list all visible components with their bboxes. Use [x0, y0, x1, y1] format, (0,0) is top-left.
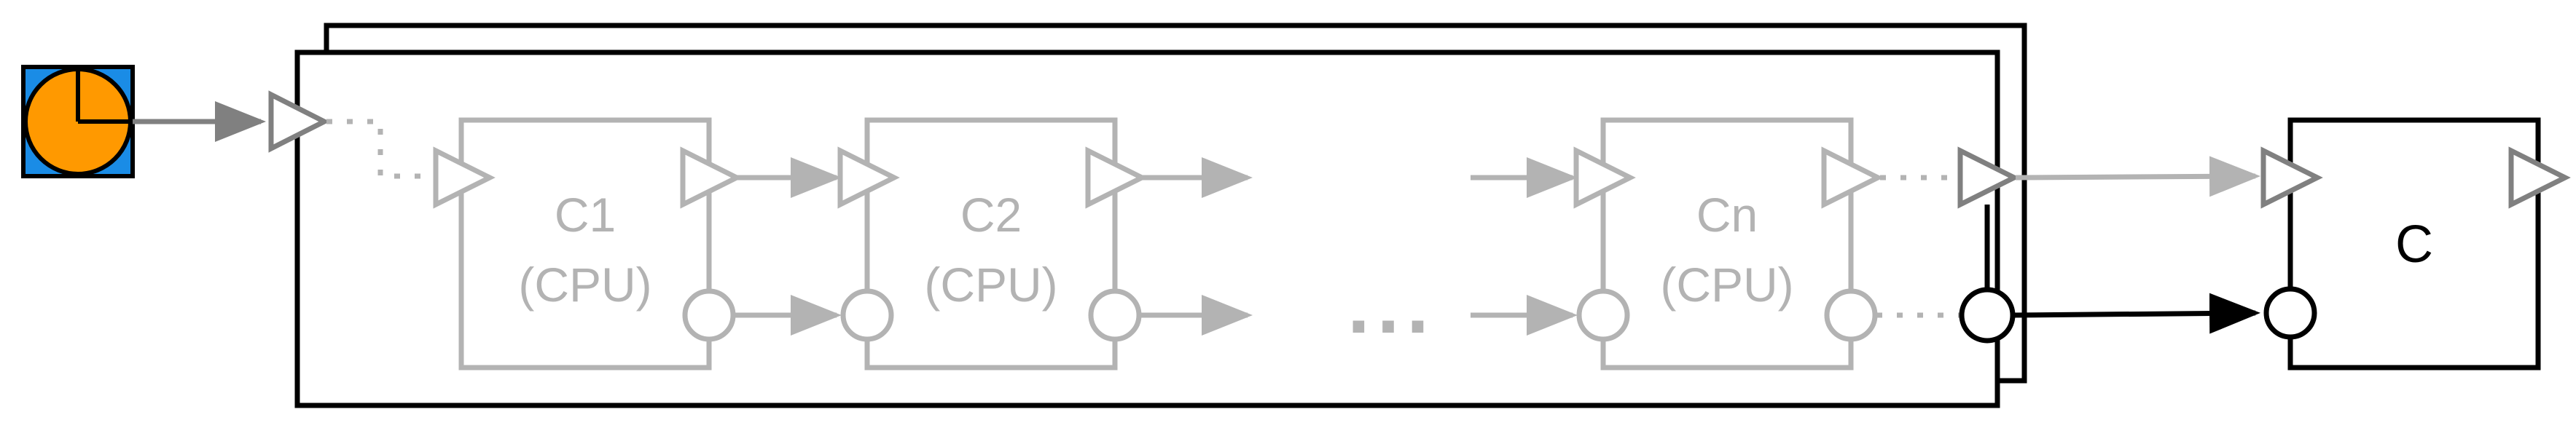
composite-to-c-data-arrow	[2015, 156, 2260, 197]
core-c2: C2 (CPU)	[837, 117, 1148, 370]
composite-status-output-port	[1959, 287, 2016, 344]
cn-type: (CPU)	[1660, 258, 1793, 312]
c1-type: (CPU)	[518, 258, 651, 312]
cn-status-input-port	[1576, 288, 1630, 342]
c2-status-output-port	[1088, 288, 1142, 342]
c1-name: C1	[555, 188, 616, 242]
c-input-port	[2260, 146, 2323, 209]
core-c1: C1 (CPU)	[433, 117, 743, 370]
c1-output-port	[680, 146, 743, 209]
c-name: C	[2395, 215, 2433, 274]
cn-input-port	[1573, 146, 1636, 209]
ellipsis: ...	[1347, 261, 1436, 350]
c-status-input-port	[2263, 286, 2317, 340]
c2-type: (CPU)	[924, 258, 1057, 312]
c2-name: C2	[960, 188, 1022, 242]
target-c: C	[2260, 117, 2571, 370]
cn-output-port	[1821, 146, 1884, 209]
c2-status-input-port	[840, 288, 894, 342]
c-output-port	[2508, 146, 2571, 209]
cn-name: Cn	[1696, 188, 1758, 242]
c1-input-port	[433, 146, 496, 209]
clock-source-icon	[21, 65, 135, 178]
composite-data-output-port	[1957, 146, 2020, 209]
c2-input-port	[837, 146, 900, 209]
core-cn: Cn (CPU)	[1573, 117, 1884, 370]
cn-status-output-port	[1824, 288, 1878, 342]
c2-output-port	[1085, 146, 1148, 209]
c1-status-port	[682, 288, 736, 342]
composite-to-c-status-arrow	[2012, 293, 2260, 334]
composite-input-port	[268, 90, 330, 153]
